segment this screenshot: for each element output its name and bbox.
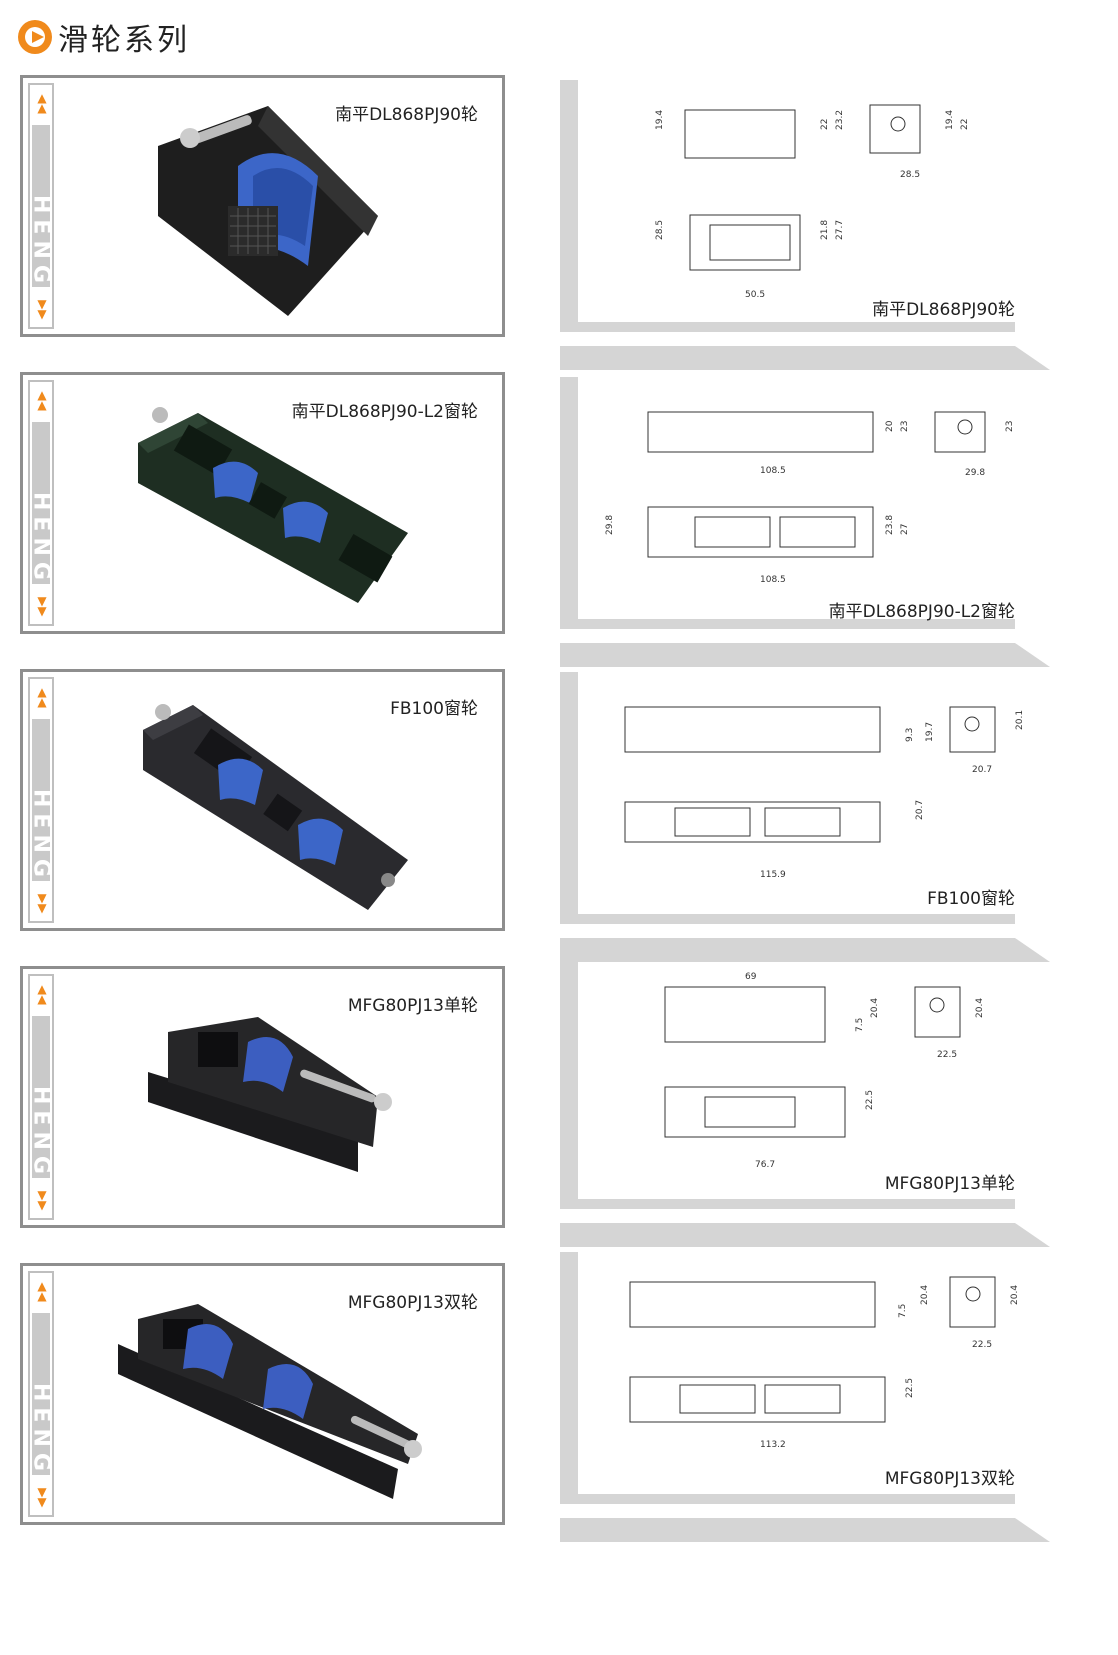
arrow-down-icon: ▼▼: [37, 1188, 47, 1212]
dimension-value: 7.5: [855, 1017, 865, 1032]
product-name: 南平DL868PJ90轮: [335, 105, 478, 125]
product-photo-roller: [158, 106, 378, 316]
dimension-value: 22.5: [905, 1377, 915, 1398]
arrow-up-icon: ▲▲: [37, 685, 47, 709]
drawing-label: 南平DL868PJ90轮: [872, 300, 1015, 320]
technical-drawing-panel: MFG80PJ13双轮: [560, 1252, 1060, 1542]
technical-drawing-panel: MFG80PJ13单轮: [560, 957, 1060, 1247]
technical-drawing-panel: FB100窗轮: [560, 672, 1060, 962]
dimension-value: 23.8: [885, 514, 895, 535]
dimension-value: 50.5: [745, 290, 766, 300]
product-photo-roller: [118, 1304, 422, 1499]
dimension-value: 23: [900, 420, 910, 432]
product-card: ▲▲ HENGYU ▼▼ FB100窗轮: [20, 669, 505, 931]
technical-drawing-panel: 南平DL868PJ90轮: [560, 80, 1060, 370]
technical-drawing-panel: 南平DL868PJ90-L2窗轮: [560, 377, 1060, 667]
dimension-value: 20.7: [915, 799, 925, 820]
dimension-value: 108.5: [760, 466, 786, 476]
page-title: 滑轮系列: [58, 23, 190, 58]
dimension-value: 69: [745, 972, 757, 982]
dimension-value: 76.7: [755, 1160, 776, 1170]
brand-logo-text: HENGYU: [29, 1086, 54, 1225]
technical-drawing: [560, 672, 1050, 962]
dimension-value: 21.8: [820, 219, 830, 240]
drawing-label: MFG80PJ13单轮: [884, 1174, 1015, 1194]
brand-logo-text: HENGYU: [29, 492, 54, 631]
brand-strip: ▲▲ HENGYU ▼▼: [28, 1271, 54, 1522]
product-name: FB100窗轮: [390, 699, 478, 719]
product-name: MFG80PJ13单轮: [347, 996, 478, 1016]
brand-strip: ▲▲ HENGYU ▼▼: [28, 83, 54, 334]
dimension-value: 113.2: [760, 1440, 786, 1450]
brand-strip: ▲▲ HENGYU ▼▼: [28, 677, 54, 928]
arrow-up-icon: ▲▲: [37, 388, 47, 412]
dimension-value: 27: [900, 523, 910, 535]
brand-strip: ▲▲ HENGYU ▼▼: [28, 974, 54, 1225]
dimension-value: 22.5: [937, 1050, 958, 1060]
product-photo-roller: [143, 704, 408, 910]
product-photo-roller: [138, 407, 408, 603]
dimension-value: 27.7: [835, 219, 845, 240]
dimension-value: 20: [885, 420, 895, 432]
arrow-down-icon: ▼▼: [37, 594, 47, 618]
dimension-value: 19.4: [655, 109, 665, 130]
dimension-value: 20.4: [920, 1284, 930, 1305]
dimension-value: 20.4: [1010, 1284, 1020, 1305]
dimension-value: 20.1: [1015, 709, 1025, 730]
product-photo-roller: [148, 1017, 392, 1172]
brand-strip: ▲▲ HENGYU ▼▼: [28, 380, 54, 631]
dimension-value: 20.4: [870, 997, 880, 1018]
dimension-value: 7.5: [898, 1303, 908, 1318]
technical-drawing: [560, 80, 1050, 370]
brand-logo-text: HENGYU: [29, 789, 54, 928]
arrow-up-icon: ▲▲: [37, 1279, 47, 1303]
product-card: ▲▲ HENGYU ▼▼ MFG80PJ13双轮: [20, 1263, 505, 1525]
play-circle-icon: [18, 20, 52, 54]
dimension-value: 28.5: [900, 170, 921, 180]
dimension-value: 20.4: [975, 997, 985, 1018]
arrow-up-icon: ▲▲: [37, 91, 47, 115]
dimension-value: 23: [1005, 420, 1015, 432]
dimension-value: 22: [960, 118, 970, 130]
product-card: ▲▲ HENGYU ▼▼ 南平DL868PJ90轮: [20, 75, 505, 337]
drawing-label: 南平DL868PJ90-L2窗轮: [828, 602, 1015, 622]
dimension-value: 29.8: [965, 468, 986, 478]
technical-drawing: [560, 377, 1050, 667]
dimension-value: 108.5: [760, 575, 786, 585]
product-card: ▲▲ HENGYU ▼▼ MFG80PJ13单轮: [20, 966, 505, 1228]
arrow-down-icon: ▼▼: [37, 1485, 47, 1509]
dimension-value: 28.5: [655, 219, 665, 240]
dimension-value: 23.2: [835, 109, 845, 130]
drawing-label: MFG80PJ13双轮: [884, 1469, 1015, 1489]
brand-logo-text: HENGYU: [29, 195, 54, 334]
product-name: MFG80PJ13双轮: [347, 1293, 478, 1313]
dimension-value: 115.9: [760, 870, 786, 880]
arrow-down-icon: ▼▼: [37, 891, 47, 915]
product-name: 南平DL868PJ90-L2窗轮: [291, 402, 478, 422]
dimension-value: 19.4: [945, 109, 955, 130]
arrow-up-icon: ▲▲: [37, 982, 47, 1006]
drawing-label: FB100窗轮: [927, 889, 1015, 909]
dimension-value: 29.8: [605, 514, 615, 535]
arrow-down-icon: ▼▼: [37, 297, 47, 321]
dimension-value: 19.7: [925, 721, 935, 742]
dimension-value: 22.5: [972, 1340, 993, 1350]
dimension-value: 22.5: [865, 1089, 875, 1110]
dimension-value: 9.3: [905, 727, 915, 742]
brand-logo-text: HENGYU: [29, 1383, 54, 1522]
page-header: 滑轮系列: [18, 14, 190, 60]
technical-drawing: [560, 957, 1050, 1247]
dimension-value: 20.7: [972, 765, 993, 775]
dimension-value: 22: [820, 118, 830, 130]
product-card: ▲▲ HENGYU ▼▼ 南平DL868PJ90-L2窗轮: [20, 372, 505, 634]
technical-drawing: [560, 1252, 1050, 1542]
